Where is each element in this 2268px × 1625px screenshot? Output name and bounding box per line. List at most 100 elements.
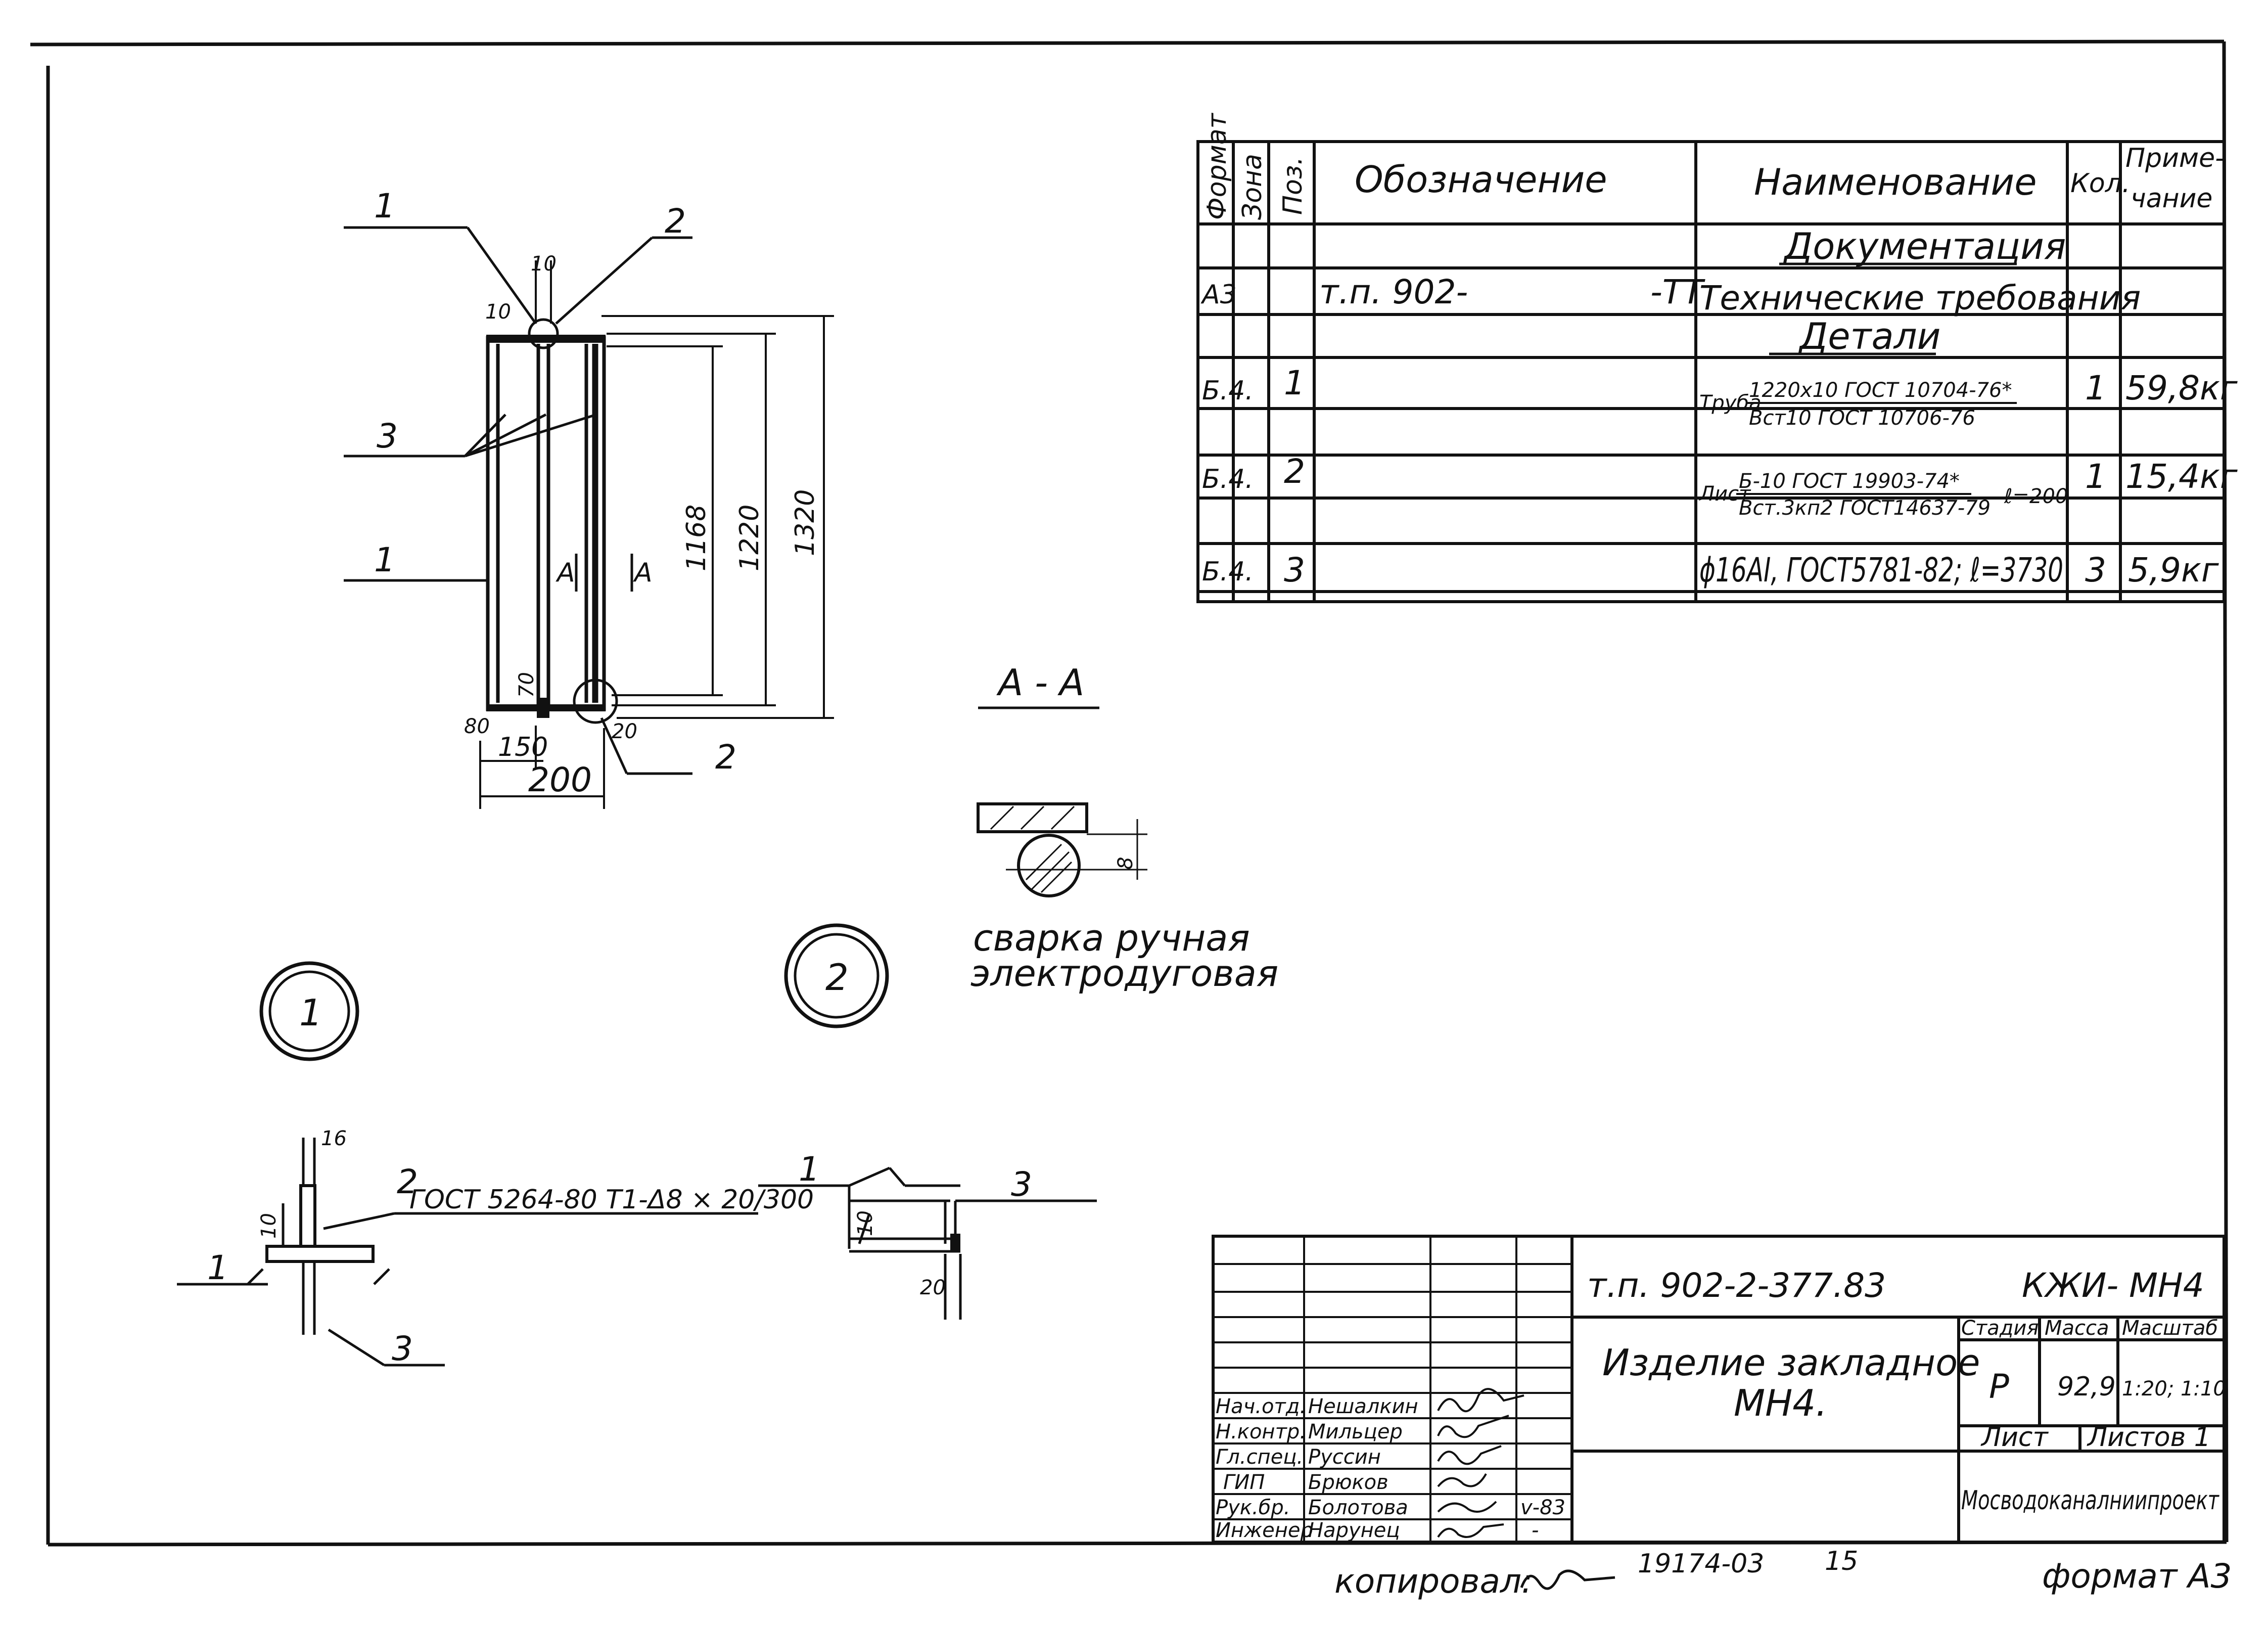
section-title: А - А bbox=[996, 661, 1084, 704]
detail1-leader-2: 2 bbox=[397, 1162, 418, 1201]
detail2-leader-3: 3 bbox=[1011, 1165, 1032, 1204]
item2-name-top: Б-10 ГОСТ 19903-74* bbox=[1739, 470, 1960, 493]
dim-200: 200 bbox=[528, 760, 592, 799]
detail2-dim-10: 10 bbox=[854, 1210, 877, 1236]
doc-row-format: А3 bbox=[1200, 280, 1237, 310]
name-4: Болотова bbox=[1308, 1496, 1408, 1519]
item3-pos: 3 bbox=[1284, 551, 1305, 590]
role-0: Нач.отд. bbox=[1216, 1395, 1306, 1418]
detail-1: 16 10 2 ГОСТ 5264-80 Т1-Δ8 × 20/300 1 3 bbox=[177, 1127, 814, 1368]
dim-1320: 1320 bbox=[790, 489, 820, 556]
inventory-number: 19174-03 bbox=[1638, 1549, 1764, 1579]
section-details: Детали bbox=[1798, 315, 1940, 357]
detail1-dim-16: 16 bbox=[321, 1127, 347, 1150]
item3-note: 5,9кг bbox=[2128, 551, 2219, 590]
organization: Мосводоканалниипроект bbox=[1961, 1485, 2219, 1516]
detail-callout-2: 2 bbox=[784, 923, 889, 1028]
elevation-view: 1 2 3 1 2 1168 1220 1320 10 10 70 80 20 bbox=[344, 187, 834, 809]
leader-label-2-bottom: 2 bbox=[715, 738, 736, 777]
section-marker-left: А bbox=[556, 558, 575, 588]
copier-signature bbox=[1520, 1569, 1615, 1590]
item2-qty: 1 bbox=[2085, 457, 2106, 496]
item2-note: 15,4кг bbox=[2125, 457, 2238, 496]
item1-name-bottom: Вст10 ГОСТ 10706-76 bbox=[1749, 407, 1975, 430]
detail1-weld-spec: ГОСТ 5264-80 Т1-Δ8 × 20/300 bbox=[409, 1185, 814, 1215]
name-1: Мильцер bbox=[1308, 1420, 1403, 1443]
sheets-label: Листов 1 bbox=[2087, 1422, 2211, 1453]
item2-pos: 2 bbox=[1284, 452, 1305, 491]
name-5: Нарунец bbox=[1308, 1519, 1400, 1542]
dim-80: 80 bbox=[464, 715, 490, 738]
date-4: v-83 bbox=[1520, 1496, 1565, 1519]
detail1-dim-10: 10 bbox=[257, 1213, 281, 1239]
sheet-format: формат А3 bbox=[2042, 1557, 2232, 1596]
item1-format: Б.4. bbox=[1202, 376, 1254, 406]
detail-callout-1: 1 bbox=[259, 961, 359, 1061]
item3-format: Б.4. bbox=[1202, 557, 1254, 587]
leader-label-1-low: 1 bbox=[374, 540, 395, 579]
header-zone: Зона bbox=[1237, 154, 1268, 220]
section-documentation: Документация bbox=[1783, 225, 2066, 267]
dim-70: 70 bbox=[515, 672, 538, 698]
item3-qty: 3 bbox=[2085, 551, 2106, 590]
dim-20: 20 bbox=[612, 720, 637, 743]
weld-note-line1: сварка ручная bbox=[973, 917, 1250, 959]
title-block: т.п. 902-2-377.83 КЖИ- МН4 Изделие закла… bbox=[1212, 1235, 2226, 1544]
item2-name-suffix: ℓ=200 bbox=[2004, 485, 2068, 508]
product-title-line1: Изделие закладное bbox=[1602, 1341, 1980, 1384]
leader-label-2-top: 2 bbox=[665, 202, 686, 241]
section-a-a: А - А 8 сварка ручная электродуговая bbox=[970, 661, 1278, 995]
name-0: Нешалкин bbox=[1308, 1395, 1418, 1418]
item1-qty: 1 bbox=[2085, 369, 2106, 408]
header-qty: Кол. bbox=[2070, 168, 2131, 199]
item2-format: Б.4. bbox=[1202, 464, 1254, 494]
dim-1168: 1168 bbox=[681, 505, 712, 571]
item1-note: 59,8кг bbox=[2125, 369, 2238, 408]
role-2: Гл.спец. bbox=[1216, 1446, 1303, 1469]
item2-name-bottom: Вст.3кп2 ГОСТ14637-79 bbox=[1739, 496, 1991, 520]
stage-value: Р bbox=[1989, 1367, 2009, 1406]
scale-value: 1:20; 1:10 bbox=[2122, 1377, 2226, 1401]
callout-2-label: 2 bbox=[825, 956, 849, 999]
stage-label: Стадия bbox=[1961, 1317, 2039, 1340]
detail1-leader-3: 3 bbox=[392, 1329, 413, 1368]
section-marker-right: А bbox=[633, 558, 653, 588]
doc-row-name: Технические требования bbox=[1699, 279, 2141, 318]
dim-10-top: 10 bbox=[531, 252, 557, 276]
signature-scribbles bbox=[1437, 1388, 1524, 1538]
role-1: Н.контр. bbox=[1216, 1420, 1306, 1443]
sheet-label: Лист bbox=[1980, 1422, 2049, 1453]
scale-label: Масштаб bbox=[2122, 1317, 2218, 1340]
header-pos: Поз. bbox=[1278, 157, 1308, 215]
dim-1220: 1220 bbox=[734, 505, 765, 571]
copied-by-label: копировал: bbox=[1334, 1562, 1533, 1601]
header-designation: Обозначение bbox=[1355, 158, 1607, 201]
product-title-line2: МН4. bbox=[1734, 1382, 1827, 1424]
section-dim-8: 8 bbox=[1114, 857, 1137, 870]
doc-code: КЖИ- МН4 bbox=[2022, 1266, 2204, 1305]
doc-row-code: -ТТ bbox=[1650, 273, 1705, 311]
role-4: Рук.бр. bbox=[1216, 1496, 1290, 1519]
detail-2: 1 3 10 20 bbox=[758, 1150, 1097, 1320]
detail2-leader-1: 1 bbox=[799, 1150, 820, 1189]
callout-1-label: 1 bbox=[299, 991, 322, 1034]
weld-note-line2: электродуговая bbox=[970, 952, 1278, 995]
doc-row-designation: т.п. 902- bbox=[1319, 273, 1468, 311]
mass-value: 92,9 bbox=[2057, 1372, 2116, 1402]
header-note-line2: чание bbox=[2131, 184, 2212, 214]
leader-label-1-top: 1 bbox=[374, 187, 395, 225]
role-5: Инженер bbox=[1216, 1519, 1313, 1542]
leader-label-3: 3 bbox=[377, 417, 398, 456]
page-number: 15 bbox=[1825, 1546, 1858, 1576]
role-3: ГИП bbox=[1223, 1471, 1265, 1494]
header-format: Формат bbox=[1202, 112, 1232, 220]
item1-name-top: 1220х10 ГОСТ 10704-76* bbox=[1749, 379, 2012, 402]
spec-table: Формат Зона Поз. Обозначение Наименовани… bbox=[1196, 112, 2238, 603]
detail1-leader-1: 1 bbox=[207, 1248, 228, 1287]
header-note-line1: Приме- bbox=[2125, 143, 2225, 173]
item1-pos: 1 bbox=[1284, 364, 1305, 402]
footer: копировал: 19174-03 15 формат А3 bbox=[1334, 1546, 2232, 1601]
dim-150: 150 bbox=[498, 732, 548, 762]
date-5: - bbox=[1532, 1519, 1539, 1542]
